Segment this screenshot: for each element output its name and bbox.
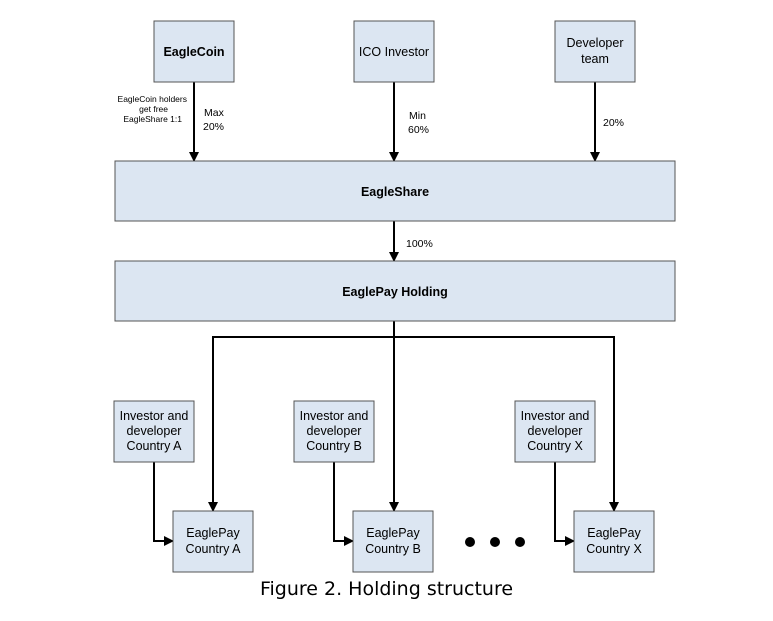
edge-label-eaglecoin-max: Max: [204, 107, 225, 119]
node-developer-team-label-2: team: [581, 52, 609, 66]
edge-investor-x-to-eaglepay-x: [554, 462, 575, 546]
edge-investor-b-to-eaglepay-b: [333, 462, 354, 546]
node-eaglepay-b-label-1: EaglePay: [366, 526, 420, 540]
node-eaglepay-holding: EaglePay Holding: [114, 260, 676, 322]
edge-label-eaglecoin-pct: 20%: [203, 121, 224, 133]
node-eaglepay-a-label-1: EaglePay: [186, 526, 240, 540]
eaglecoin-note-line-1: EagleCoin holders: [118, 94, 187, 104]
edge-label-developer-pct: 20%: [603, 117, 624, 129]
node-investor-a-label-1: Investor and: [120, 409, 189, 423]
node-eaglepay-b-label-2: Country B: [365, 542, 421, 556]
edge-holding-to-eaglepay-x: [394, 336, 619, 512]
node-investor-a-label-2: developer: [127, 424, 182, 438]
edge-label-holding-pct: 100%: [406, 238, 433, 250]
node-ico-investor: ICO Investor: [353, 20, 435, 83]
node-investor-b-label-2: developer: [307, 424, 362, 438]
node-eaglecoin-label: EagleCoin: [163, 45, 224, 59]
node-eaglepay-country-b: EaglePay Country B: [352, 510, 434, 573]
edge-label-ico-pct: 60%: [408, 124, 429, 136]
node-investor-country-b: Investor and developer Country B: [293, 400, 375, 463]
edge-investor-a-to-eaglepay-a: [153, 462, 174, 546]
ellipsis-dots: [465, 537, 525, 547]
node-eaglepay-country-a: EaglePay Country A: [172, 510, 254, 573]
eaglecoin-note-line-2: get free: [139, 104, 168, 114]
node-eaglecoin: EagleCoin: [153, 20, 235, 83]
edge-label-ico-min: Min: [409, 110, 426, 122]
node-investor-x-label-1: Investor and: [521, 409, 590, 423]
node-investor-b-label-3: Country B: [306, 439, 362, 453]
node-developer-team-label-1: Developer: [567, 36, 624, 50]
node-eagleshare: EagleShare: [114, 160, 676, 222]
holding-structure-diagram: EagleCoin ICO Investor Developer team Ea…: [113, 20, 676, 573]
figure-caption: Figure 2. Holding structure: [259, 578, 514, 600]
node-eaglepay-a-label-2: Country A: [186, 542, 242, 556]
node-investor-a-label-3: Country A: [127, 439, 183, 453]
edge-holding-to-eaglepay-a: [208, 336, 394, 512]
node-eaglepay-holding-label: EaglePay Holding: [342, 285, 448, 299]
node-developer-team: Developer team: [554, 20, 636, 83]
node-ico-investor-label: ICO Investor: [359, 45, 429, 59]
node-investor-x-label-3: Country X: [527, 439, 583, 453]
node-investor-b-label-1: Investor and: [300, 409, 369, 423]
node-investor-country-a: Investor and developer Country A: [113, 400, 195, 463]
node-eagleshare-label: EagleShare: [361, 185, 429, 199]
node-investor-country-x: Investor and developer Country X: [514, 400, 596, 463]
node-eaglepay-x-label-1: EaglePay: [587, 526, 641, 540]
node-eaglepay-x-label-2: Country X: [586, 542, 642, 556]
node-investor-x-label-2: developer: [528, 424, 583, 438]
node-eaglepay-country-x: EaglePay Country X: [573, 510, 655, 573]
eaglecoin-note-line-3: EagleShare 1:1: [123, 114, 182, 124]
